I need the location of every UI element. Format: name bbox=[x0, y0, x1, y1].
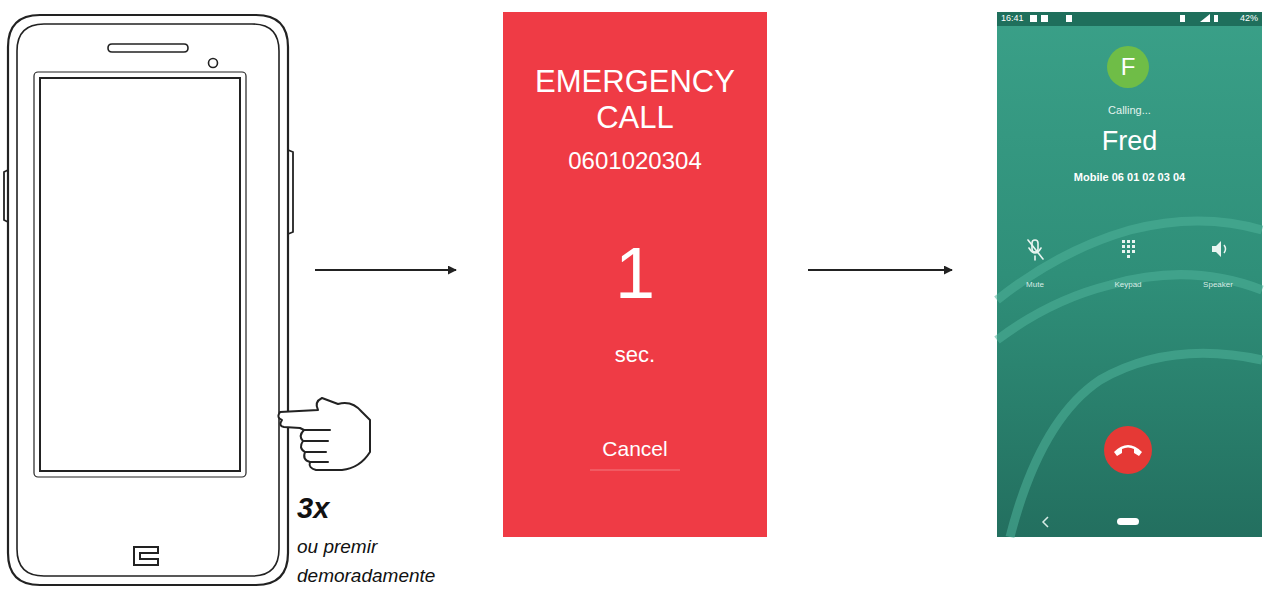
emergency-screen: EMERGENCY CALL 0601020304 1 sec. Cancel bbox=[503, 12, 767, 537]
call-status: Calling... bbox=[1037, 104, 1222, 117]
avatar-letter: F bbox=[1106, 45, 1150, 89]
phone-number: 0601020304 bbox=[515, 147, 755, 176]
emergency-screen bbox=[503, 12, 767, 537]
press-count: 3x bbox=[297, 493, 387, 525]
status-bar bbox=[997, 12, 1262, 26]
status-icons bbox=[1030, 14, 1218, 22]
cancel-underline bbox=[590, 470, 680, 471]
home-button bbox=[1117, 518, 1139, 525]
back-button bbox=[1043, 517, 1048, 527]
status-time: 16:41 bbox=[1001, 13, 1031, 25]
contact-avatar: F bbox=[1106, 45, 1150, 89]
call-screen: 16:41 42% Calling... FredMobile 06 01 02 03… bbox=[997, 12, 1262, 537]
button-label: Mute bbox=[1005, 280, 1065, 290]
hang-up-icon bbox=[1114, 445, 1142, 456]
speaker-icon bbox=[1212, 241, 1226, 257]
phone-device: 3xou premir demoradamente bbox=[8, 15, 288, 585]
end-call-button bbox=[1104, 426, 1152, 474]
flow-arrow bbox=[808, 269, 952, 271]
call-screen bbox=[997, 12, 1262, 537]
screen-title: EMERGENCY CALL bbox=[515, 64, 755, 135]
avatar-circle bbox=[1107, 46, 1149, 88]
flow-arrow bbox=[315, 269, 456, 271]
instruction-note: ou premir demoradamente bbox=[297, 533, 472, 590]
keypad-icon bbox=[1122, 240, 1135, 258]
countdown-number: 1 bbox=[515, 234, 755, 313]
wave-decoration bbox=[997, 221, 1262, 537]
button-label: Keypad bbox=[1098, 280, 1158, 290]
contact-name: Fred bbox=[1017, 125, 1242, 157]
phone-drawing bbox=[4, 15, 293, 585]
pointing-hand bbox=[278, 398, 370, 470]
contact-number: Mobile 06 01 02 03 04 bbox=[1017, 171, 1242, 184]
cancel-button: Cancel bbox=[555, 436, 715, 461]
mute-icon bbox=[1028, 240, 1043, 260]
battery-level: 42% bbox=[1220, 13, 1258, 25]
countdown-unit: sec. bbox=[515, 342, 755, 368]
button-label: Speaker bbox=[1188, 280, 1248, 290]
